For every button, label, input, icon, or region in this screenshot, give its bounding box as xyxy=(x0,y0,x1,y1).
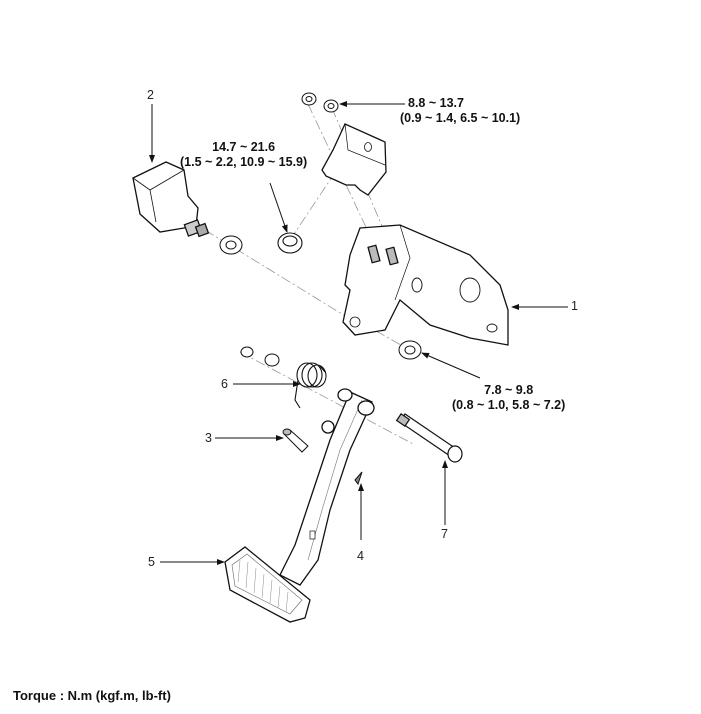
callout-7: 7 xyxy=(441,527,448,541)
upper-bracket-plate xyxy=(321,123,387,196)
pedal-arm-part xyxy=(279,388,375,586)
callout-4: 4 xyxy=(357,549,364,563)
callout-2: 2 xyxy=(147,88,154,102)
callout-5: 5 xyxy=(148,555,155,569)
torque-units-footer: Torque : N.m (kgf.m, lb-ft) xyxy=(13,688,171,703)
torque-conversions: (0.9 ~ 1.4, 6.5 ~ 10.1) xyxy=(400,111,521,125)
nut-switch xyxy=(219,235,243,255)
torque-label-right: 7.8 ~ 9.8 (0.8 ~ 1.0, 5.8 ~ 7.2) xyxy=(452,383,565,413)
pedal-bracket-part xyxy=(342,224,509,346)
pivot-bolt-part xyxy=(395,413,463,463)
callout-3: 3 xyxy=(205,431,212,445)
torque-value: 7.8 ~ 9.8 xyxy=(484,383,534,397)
snap-pin-part xyxy=(354,471,363,486)
flange-nut-center xyxy=(277,232,303,254)
clevis-pin-part xyxy=(282,428,309,453)
torque-label-top-center: 14.7 ~ 21.6 (1.5 ~ 2.2, 10.9 ~ 15.9) xyxy=(180,140,307,170)
torque-conversions: (0.8 ~ 1.0, 5.8 ~ 7.2) xyxy=(452,398,566,412)
callout-6: 6 xyxy=(221,377,228,391)
torque-label-top-right: 8.8 ~ 13.7 (0.9 ~ 1.4, 6.5 ~ 10.1) xyxy=(400,96,520,126)
callout-1: 1 xyxy=(571,299,578,313)
return-spring-part xyxy=(294,362,327,409)
torque-value: 14.7 ~ 21.6 xyxy=(212,140,276,154)
bushings xyxy=(240,346,280,367)
top-nuts xyxy=(301,92,339,113)
leader-lines xyxy=(149,101,568,565)
torque-conversions: (1.5 ~ 2.2, 10.9 ~ 15.9) xyxy=(180,155,308,169)
pedal-pad-part xyxy=(224,546,311,623)
torque-value: 8.8 ~ 13.7 xyxy=(408,96,464,110)
stop-lamp-switch-part xyxy=(132,161,210,238)
nut-right xyxy=(398,340,422,360)
